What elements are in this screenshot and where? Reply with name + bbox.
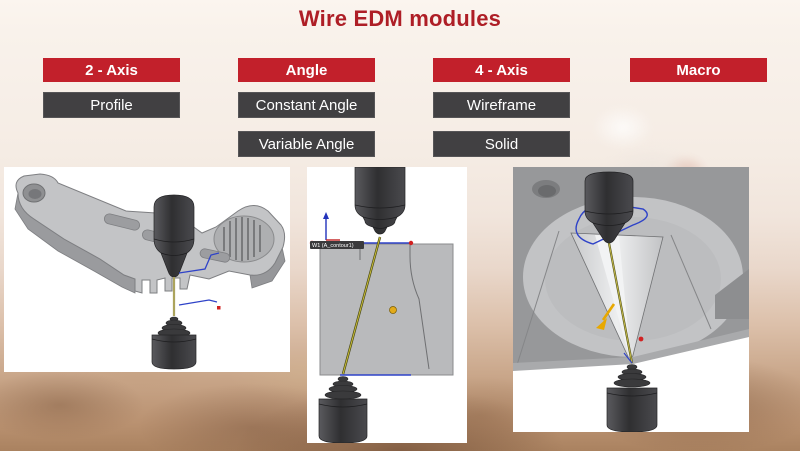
upper-wire-guide [153,194,195,278]
header-2-axis[interactable]: 2 - Axis [43,58,180,82]
workpiece-block [319,243,454,376]
button-variable-angle[interactable]: Variable Angle [238,131,375,157]
header-macro[interactable]: Macro [630,58,767,82]
recess-notch [715,269,749,319]
guide-ring [160,252,188,256]
lower-guide-body [151,334,197,370]
button-solid[interactable]: Solid [433,131,570,157]
cad-part-lever-drawing [14,173,286,370]
preview-2-axis-profile [4,167,290,372]
lower-wire-guide [613,364,651,388]
cad-angle-drawing: W1 (A_contour1) [309,167,454,443]
preview-4-axis-solid [513,167,749,432]
button-wireframe[interactable]: Wireframe [433,92,570,118]
lower-wire-guide [157,316,191,338]
contour-label-chip [310,241,364,249]
button-constant-angle[interactable]: Constant Angle [238,92,375,118]
wire-position-marker [389,306,397,314]
cone-silhouette-left [516,230,560,366]
cone-highlight [595,235,631,363]
cad-cone-cavity-drawing [513,167,749,432]
guide-ring [354,204,406,209]
section-edge [513,329,749,373]
header-4-axis[interactable]: 4 - Axis [433,58,570,82]
page-title: Wire EDM modules [298,6,502,31]
button-profile[interactable]: Profile [43,92,180,118]
path-point [408,240,414,246]
edm-wire-core [608,242,633,364]
guide-ring [153,238,195,243]
toolpath-line-2 [178,299,218,306]
contour-label: W1 (A_contour1) [312,243,354,249]
direction-arrow [596,303,616,330]
part-hole-inner [28,189,42,199]
start-point-marker [217,306,221,310]
edm-wire-core [342,236,381,375]
guide-ring [362,216,398,220]
lower-wire-guide [324,376,362,400]
coordinate-axis-icon [323,212,340,241]
guide-ring [151,338,197,343]
toolpath-line [178,252,220,274]
plate-hole-inner [538,185,556,197]
block-taper-edge [409,244,430,370]
upper-wire-guide [354,167,406,235]
guide-ring [372,226,388,229]
path-point [638,336,644,342]
spline-teeth [223,217,261,261]
guide-ring [318,403,368,408]
toolpath-tick [623,352,633,364]
guide-ring [606,392,658,397]
preview-angle-side-view: W1 (A_contour1) [307,167,467,443]
header-angle[interactable]: Angle [238,58,375,82]
